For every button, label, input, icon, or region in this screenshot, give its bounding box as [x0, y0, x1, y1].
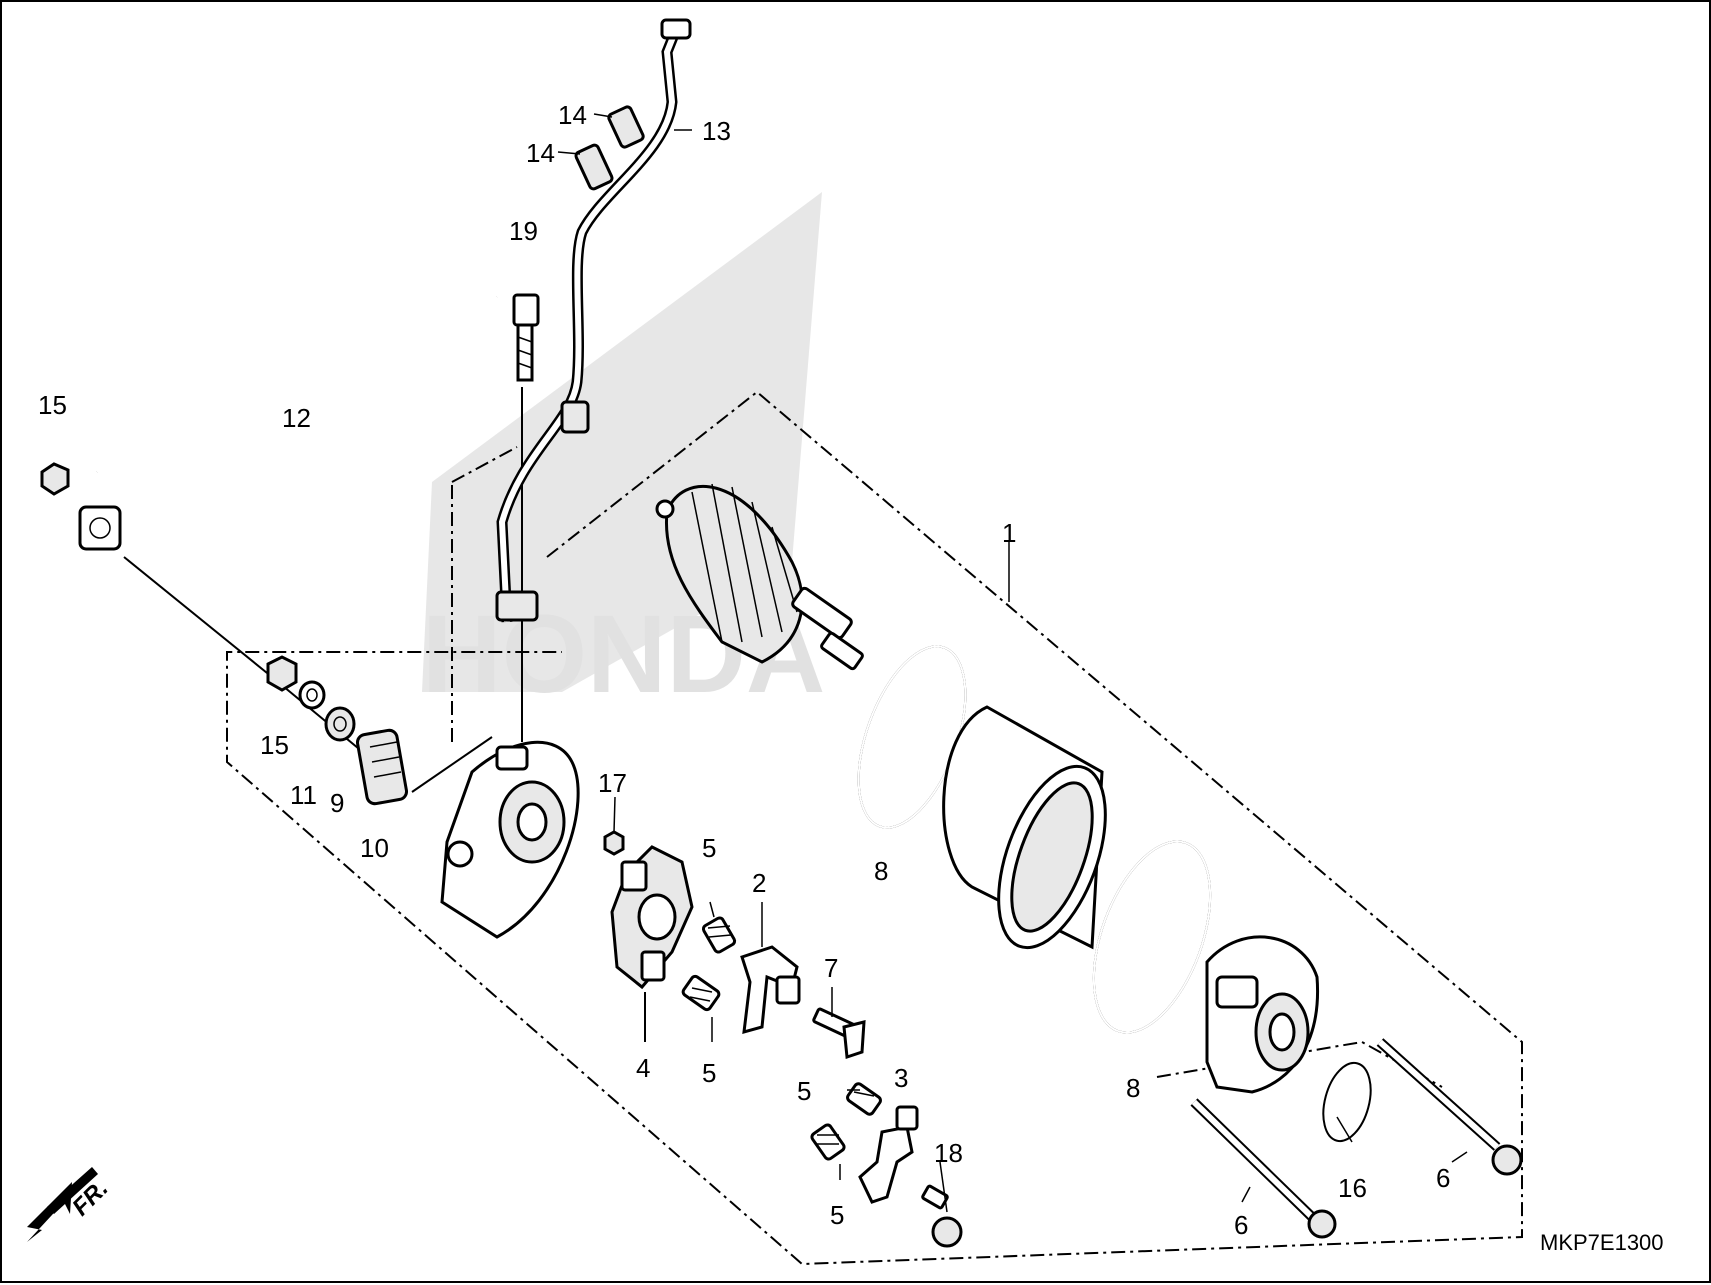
- screw-7: [812, 1007, 866, 1060]
- callout-7: 7: [824, 953, 838, 983]
- bushing-9: [324, 706, 356, 742]
- insulator-10: [355, 728, 409, 806]
- brush-3: [858, 1105, 919, 1204]
- yoke: [942, 705, 1107, 950]
- callout-8-right: 8: [1126, 1073, 1140, 1103]
- leader-lines: [557, 113, 1468, 1213]
- assembly-outline-lines: [123, 387, 1523, 1266]
- spring-5-a: [701, 916, 737, 954]
- brush-holder-4: [610, 845, 694, 1042]
- front-direction-arrow-icon: [27, 1167, 98, 1242]
- front-direction-label: FR.: [67, 1175, 113, 1221]
- callout-12: 12: [282, 403, 311, 433]
- callout-8-left: 8: [874, 856, 888, 886]
- callout-9: 9: [330, 788, 344, 818]
- spring-5-d: [810, 1123, 846, 1161]
- callout-15-upper: 15: [38, 390, 67, 420]
- callout-13: 13: [702, 116, 731, 146]
- callout-14-lower: 14: [526, 138, 555, 168]
- callout-10: 10: [360, 833, 389, 863]
- callout-5-c: 5: [797, 1076, 811, 1106]
- callout-3: 3: [894, 1063, 908, 1093]
- callout-6-right: 6: [1436, 1163, 1450, 1193]
- o-ring-16: [1322, 1061, 1372, 1143]
- callout-labels: 1 2 3 4 5 5 5 5 6 6 7 8 8 9 10 11 12 13 …: [38, 100, 1450, 1240]
- bolt-6-left: [1190, 1098, 1337, 1239]
- spring-5-b: [681, 974, 721, 1012]
- callout-6-left: 6: [1234, 1210, 1248, 1240]
- callout-18: 18: [934, 1138, 963, 1168]
- spring-5-c: [846, 1082, 882, 1116]
- callout-5-b: 5: [702, 1058, 716, 1088]
- brush-2: [740, 945, 801, 1035]
- callout-14-upper: 14: [558, 100, 587, 130]
- callout-4: 4: [636, 1053, 650, 1083]
- bolt-6-right: [1376, 1038, 1523, 1176]
- rear-cover: [1205, 935, 1320, 1094]
- bolt-18: [921, 1184, 963, 1248]
- nut-15-lower: [266, 655, 298, 692]
- drawing-code: MKP7E1300: [1540, 1230, 1664, 1255]
- clamp-14-upper: [607, 105, 645, 149]
- o-ring-8-right: [1092, 840, 1212, 1034]
- callout-15-lower: 15: [260, 730, 289, 760]
- callout-17: 17: [598, 768, 627, 798]
- callout-16: 16: [1338, 1173, 1367, 1203]
- bolt-19: [512, 293, 540, 382]
- nut-17: [603, 830, 625, 856]
- clamp-14-lower: [574, 143, 614, 191]
- callout-5-d: 5: [830, 1200, 844, 1230]
- callout-11: 11: [290, 780, 317, 810]
- armature: [655, 483, 864, 671]
- callout-1: 1: [1002, 518, 1016, 548]
- callout-19: 19: [509, 216, 538, 246]
- washer-11: [298, 680, 326, 710]
- front-cover: [440, 740, 580, 939]
- nut-15-upper: [40, 462, 70, 496]
- cable-12: [78, 296, 502, 551]
- callout-2: 2: [752, 868, 766, 898]
- callout-5-a: 5: [702, 833, 716, 863]
- cable-13: [495, 18, 692, 623]
